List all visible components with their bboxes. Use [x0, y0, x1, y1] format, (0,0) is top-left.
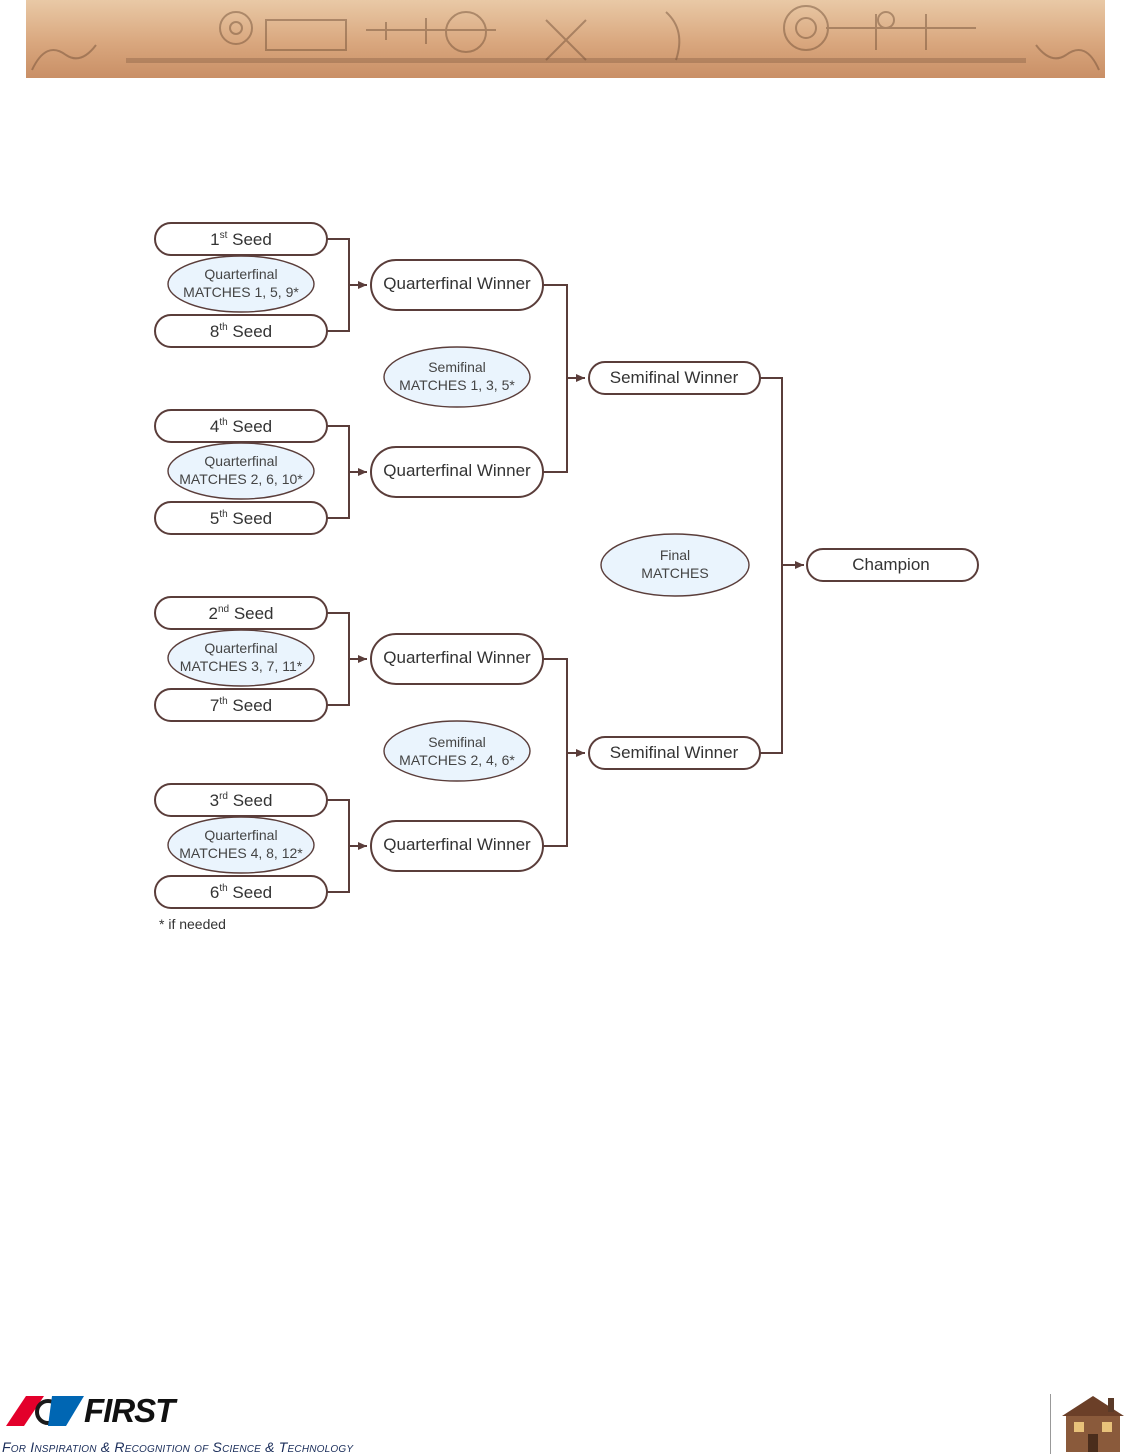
- header-banner: [26, 0, 1105, 78]
- svg-text:Quarterfinal: Quarterfinal: [204, 453, 277, 469]
- semifinal-match-1: Semifinal MATCHES 1, 3, 5*: [383, 346, 531, 408]
- svg-text:6th Seed: 6th Seed: [210, 883, 272, 902]
- svg-text:MATCHES 2, 4, 6*: MATCHES 2, 4, 6*: [399, 752, 515, 768]
- semifinal-winner-1: Semifinal Winner: [588, 361, 761, 395]
- tournament-bracket-diagram: 1st Seed 8th Seed 4th Seed 5th Seed 2nd …: [154, 222, 979, 909]
- semifinal-match-2: Semifinal MATCHES 2, 4, 6*: [383, 720, 531, 782]
- seed-5-node: 5th Seed: [154, 501, 328, 535]
- first-logo-mark-icon: [6, 1396, 84, 1426]
- quarterfinal-match-1: Quarterfinal MATCHES 1, 5, 9*: [167, 255, 315, 313]
- svg-text:MATCHES 1, 5, 9*: MATCHES 1, 5, 9*: [183, 284, 299, 300]
- svg-text:5th Seed: 5th Seed: [210, 509, 272, 528]
- seed-7-node: 7th Seed: [154, 688, 328, 722]
- svg-text:Quarterfinal: Quarterfinal: [204, 827, 277, 843]
- svg-text:2nd Seed: 2nd Seed: [208, 604, 273, 623]
- quarterfinal-match-2: Quarterfinal MATCHES 2, 6, 10*: [167, 442, 315, 500]
- svg-text:4th Seed: 4th Seed: [210, 417, 272, 436]
- quarterfinal-winner-4: Quarterfinal Winner: [370, 820, 544, 872]
- seed-4-node: 4th Seed: [154, 409, 328, 443]
- first-tagline: For Inspiration & Recognition of Science…: [2, 1439, 354, 1455]
- svg-text:MATCHES 4, 8, 12*: MATCHES 4, 8, 12*: [179, 845, 303, 861]
- svg-text:1st Seed: 1st Seed: [210, 230, 272, 249]
- workshop-building-illustration: [1062, 1396, 1124, 1452]
- svg-text:8th Seed: 8th Seed: [210, 322, 272, 341]
- svg-text:Semifinal: Semifinal: [428, 734, 486, 750]
- seed-3-node: 3rd Seed: [154, 783, 328, 817]
- svg-text:Semifinal: Semifinal: [428, 359, 486, 375]
- semifinal-connectors: [760, 377, 804, 754]
- svg-text:MATCHES 1, 3, 5*: MATCHES 1, 3, 5*: [399, 377, 515, 393]
- svg-text:Quarterfinal: Quarterfinal: [204, 640, 277, 656]
- svg-text:Champion: Champion: [852, 555, 930, 574]
- quarterfinal-match-4: Quarterfinal MATCHES 4, 8, 12*: [167, 816, 315, 874]
- svg-text:Semifinal Winner: Semifinal Winner: [610, 368, 739, 387]
- quarterfinal-winner-1: Quarterfinal Winner: [370, 259, 544, 311]
- steampunk-machinery-illustration: [31, 5, 1100, 71]
- svg-text:Quarterfinal: Quarterfinal: [204, 266, 277, 282]
- svg-text:Semifinal Winner: Semifinal Winner: [610, 743, 739, 762]
- final-match: Final MATCHES: [600, 533, 750, 597]
- quarterfinal-match-3: Quarterfinal MATCHES 3, 7, 11*: [167, 629, 315, 687]
- svg-text:Final: Final: [660, 547, 690, 563]
- footnote: * if needed: [159, 916, 226, 932]
- seed-1-node: 1st Seed: [154, 222, 328, 256]
- quarterfinal-winner-3: Quarterfinal Winner: [370, 633, 544, 685]
- seed-2-node: 2nd Seed: [154, 596, 328, 630]
- svg-text:Quarterfinal Winner: Quarterfinal Winner: [383, 274, 531, 293]
- first-logo: FIRST For Inspiration & Recognition of S…: [0, 1392, 430, 1456]
- seed-6-node: 6th Seed: [154, 875, 328, 909]
- svg-text:Quarterfinal Winner: Quarterfinal Winner: [383, 461, 531, 480]
- quarterfinal-winner-2: Quarterfinal Winner: [370, 446, 544, 498]
- quarterfinal-connectors: [543, 284, 585, 847]
- first-logo-wordmark: FIRST: [84, 1392, 175, 1429]
- champion-node: Champion: [806, 548, 979, 582]
- svg-text:3rd Seed: 3rd Seed: [210, 791, 273, 810]
- svg-text:MATCHES 3, 7, 11*: MATCHES 3, 7, 11*: [180, 658, 303, 674]
- svg-text:MATCHES 2, 6, 10*: MATCHES 2, 6, 10*: [179, 471, 303, 487]
- svg-text:Quarterfinal Winner: Quarterfinal Winner: [383, 648, 531, 667]
- svg-text:Quarterfinal Winner: Quarterfinal Winner: [383, 835, 531, 854]
- seed-8-node: 8th Seed: [154, 314, 328, 348]
- seed-connectors: [327, 238, 367, 893]
- footer-divider: [1050, 1394, 1051, 1454]
- semifinal-winner-2: Semifinal Winner: [588, 736, 761, 770]
- svg-text:MATCHES: MATCHES: [641, 565, 708, 581]
- svg-text:7th Seed: 7th Seed: [210, 696, 272, 715]
